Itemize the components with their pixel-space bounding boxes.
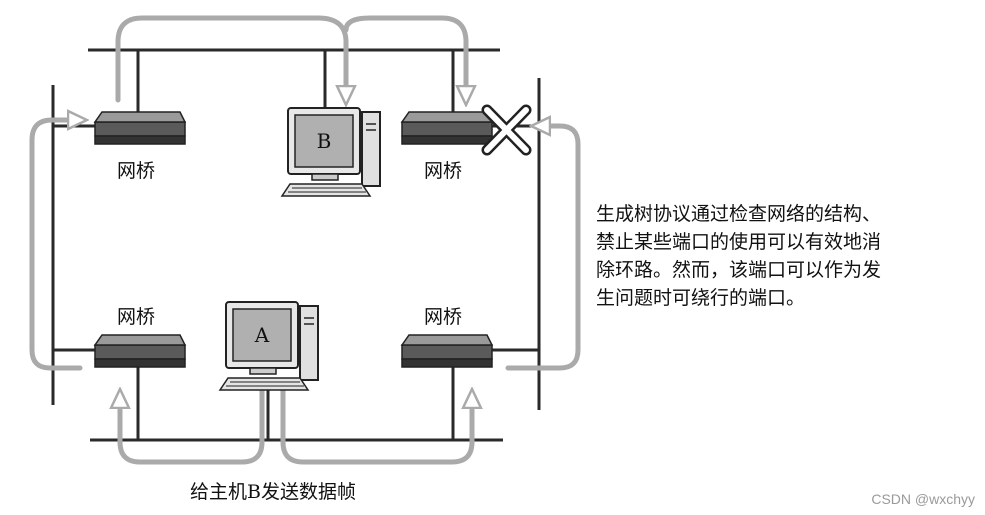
watermark: CSDN @wxchyy: [871, 491, 975, 507]
arrow-left-loop: [29, 120, 80, 371]
description-line: 禁止某些端口的使用可以有效地消: [596, 231, 882, 253]
host-b-label: B: [317, 129, 332, 153]
figure-caption: 给主机B发送数据帧: [190, 481, 356, 503]
arrow-top-to-right-bridge: [343, 15, 466, 96]
stp-description: 生成树协议通过检查网络的结构、 禁止某些端口的使用可以有效地消 除环路。然而，该…: [596, 200, 976, 312]
arrow-host-a-to-left-bridge: [120, 385, 265, 465]
bridge-top-right: [400, 111, 494, 145]
host-a-computer: A: [218, 301, 319, 391]
bridge-label-bottom-right: 网桥: [424, 306, 463, 328]
blocked-port-x-icon: [481, 104, 532, 156]
bridge-bottom-left: [93, 334, 187, 368]
arrow-right-loop: [505, 126, 581, 371]
description-line: 生问题时可绕行的端口。: [596, 287, 806, 309]
bridge-label-top-right: 网桥: [424, 160, 463, 182]
arrow-host-a-to-right-bridge: [280, 385, 472, 465]
bridge-top-left: [93, 111, 187, 145]
frame-flow-arrows: [29, 15, 581, 465]
bridge-label-bottom-left: 网桥: [117, 306, 156, 328]
description-line: 生成树协议通过检查网络的结构、: [596, 203, 882, 225]
host-a-label: A: [254, 323, 270, 347]
bridge-label-top-left: 网桥: [117, 160, 156, 182]
arrow-top-to-host-b: [115, 15, 346, 100]
host-b-computer: B: [280, 107, 381, 197]
description-line: 除环路。然而，该端口可以作为发: [596, 259, 882, 281]
bridge-bottom-right: [400, 334, 494, 368]
drop-cables: [53, 50, 539, 440]
